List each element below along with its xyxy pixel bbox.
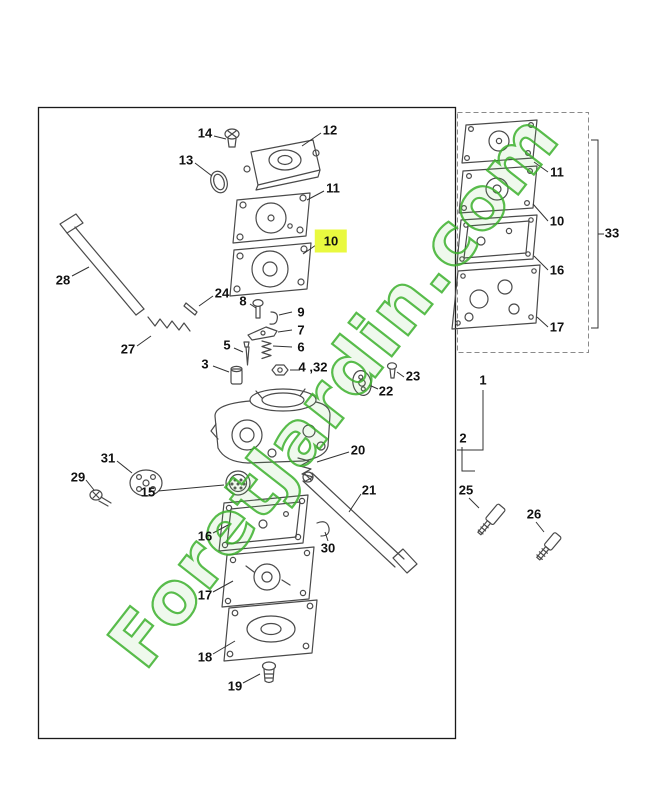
panel-part-17-plate [451,264,541,330]
part-19-screw [261,661,277,684]
part-4-32-nut [271,364,289,376]
part-12-pump-cover [243,139,321,191]
variant-panel-frame [457,112,589,353]
part-8-screw [252,299,264,319]
part-9-clip [269,311,278,325]
part-10-diaphragm [229,242,312,297]
part-16-gasket [218,494,309,552]
panel-part-10-diaphragm [458,165,538,214]
part-27-spring [147,316,191,332]
part-17-diaphragm [221,546,315,608]
parts-artwork [59,119,562,684]
part-18-pump-cover [223,599,318,662]
part-5-needle [243,341,250,366]
part-31-disc [129,469,163,497]
part-13-ring [210,170,228,194]
part-22-disc [352,370,372,396]
part-14-screw [224,128,240,148]
part-3-plug [230,365,243,385]
part-29-screw [89,489,112,507]
part-carburetor-body [210,388,331,464]
part-21-throttle-shaft [302,471,418,574]
part-23-screw [386,362,398,379]
panel-part-16-gasket [456,214,538,265]
diagram-frame [37,106,457,740]
part-7-lever [247,326,278,341]
part-25-nozzle [477,503,506,536]
part-6-spring [261,340,272,360]
panel-part-11-gasket [461,119,538,164]
part-28-choke-rod [59,213,145,316]
part-26-nozzle [536,532,562,561]
part-15-strainer [225,470,251,496]
part-24-pin [183,302,198,316]
leader-lines [71,132,604,684]
part-30-clip [316,521,330,537]
part-11-gasket [232,192,311,244]
